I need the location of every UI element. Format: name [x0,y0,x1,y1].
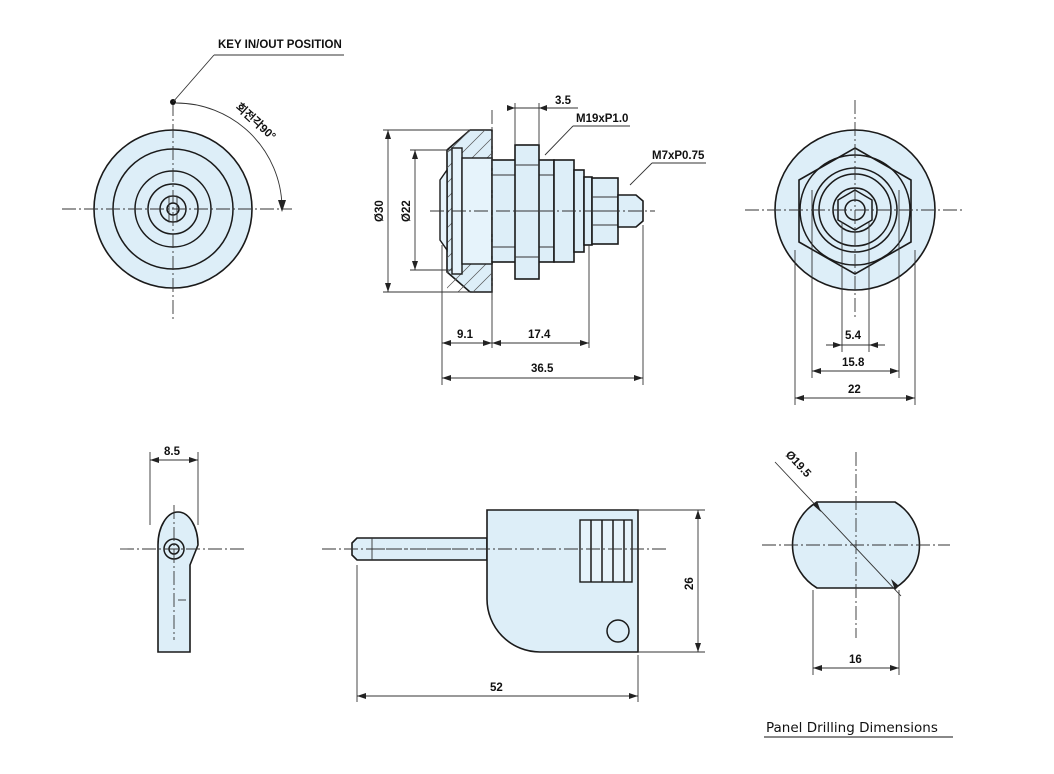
key-face-view [322,509,705,702]
key-position-label: KEY IN/OUT POSITION [218,39,342,51]
panel-drilling-view [762,452,950,675]
dim-15-8: 15.8 [842,357,865,369]
thread-main-label: M19xP1.0 [576,113,628,125]
dim-36-5: 36.5 [531,363,554,375]
dim-52: 52 [490,682,503,694]
key-edge-view [120,452,245,653]
dim-16: 16 [849,654,862,666]
dim-8-5: 8.5 [164,446,181,458]
dim-3-5: 3.5 [555,95,572,107]
side-view-dimensions [383,103,706,385]
panel-drilling-caption: Panel Drilling Dimensions [766,720,938,736]
dim-22: 22 [848,384,861,396]
rear-view-dimensions [794,190,916,405]
dim-5-4: 5.4 [845,330,862,342]
rear-view [745,100,965,320]
dim-dia-30: Ø30 [374,200,386,222]
front-view [62,54,344,320]
thread-small-label: M7xP0.75 [652,150,705,162]
side-view [430,110,655,300]
dim-9-1: 9.1 [457,329,474,341]
dim-26: 26 [684,577,696,590]
rotation-label: 회전각90° [233,100,279,144]
dim-dia-22: Ø22 [401,200,413,222]
dim-17-4: 17.4 [528,329,551,341]
